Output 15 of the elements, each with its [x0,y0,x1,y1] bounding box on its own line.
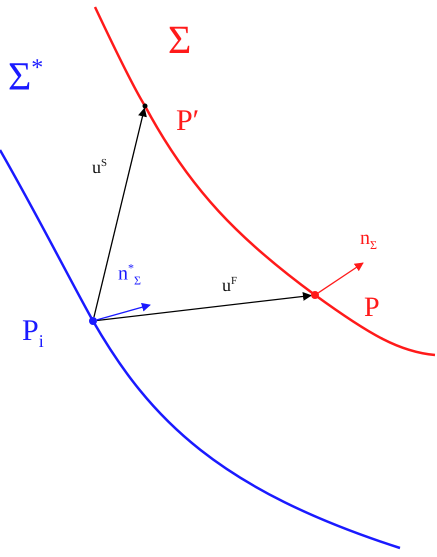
point-label: P [364,294,380,322]
arrow [93,108,147,318]
edge-label: u$^{S}$ [92,158,108,176]
point-dot [311,291,319,299]
arrow [96,292,312,322]
edge-label: u$^{F}$ [222,276,238,294]
surface-label: Σ$^{*}$ [8,56,44,96]
arrow [318,262,364,294]
point-dot [142,104,148,108]
point-dot [89,317,97,325]
edge-label: n$_{Σ}$ [360,228,377,251]
point-label: P$_{i}$ [22,316,44,350]
surface-label: Σ [168,20,192,60]
point-label: P′ [176,106,200,136]
arrow [96,302,151,321]
